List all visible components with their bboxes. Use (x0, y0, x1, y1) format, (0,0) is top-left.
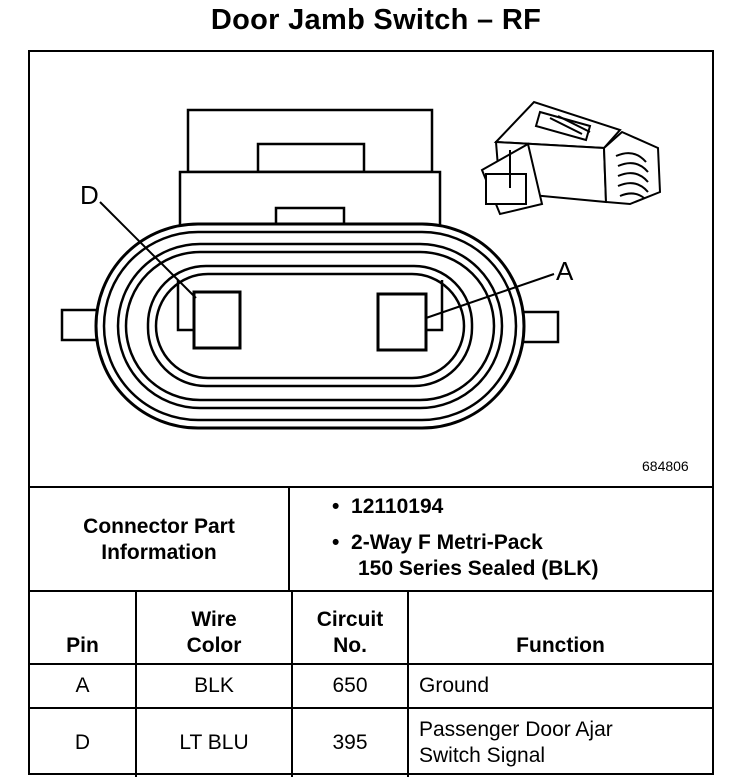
description-line1: 2-Way F Metri-Pack (351, 531, 543, 554)
function-line1: Passenger Door Ajar (419, 718, 613, 741)
circuit-cell: 650 (291, 663, 409, 709)
header-wire-color-line2: Color (186, 634, 242, 657)
header-circuit-line1: Circuit (316, 608, 384, 631)
header-wire-color-line1: Wire (191, 608, 237, 631)
connector-info-values: • 12110194 • 2-Way F Metri-Pack 150 Seri… (332, 494, 598, 582)
pin-table-header: Pin Wire Color Circuit No. Function (30, 590, 712, 665)
header-circuit-line2: No. (333, 634, 367, 657)
pin-a-terminal (376, 292, 428, 352)
connector-diagram: D A (60, 100, 662, 430)
part-number-item: • 12110194 (332, 495, 444, 518)
page-title: Door Jamb Switch – RF (210, 4, 542, 36)
function-line1: Ground (419, 674, 490, 697)
wire-color-cell: BLK (135, 663, 293, 709)
figure-reference-number: 684806 (642, 458, 689, 474)
function-cell: Ground (407, 663, 712, 709)
connector-face (146, 264, 474, 388)
callout-d-leader (99, 201, 197, 299)
connector-info-label-line1: Connector Part (83, 515, 235, 538)
table-row: D LT BLU 395 Passenger Door Ajar Switch … (30, 707, 712, 777)
circuit-cell: 395 (291, 707, 409, 777)
pin-d-terminal (192, 290, 242, 350)
pin-table: Pin Wire Color Circuit No. Function A BL… (30, 590, 712, 777)
header-circuit: Circuit No. (291, 590, 409, 665)
callout-a-label: A (556, 256, 574, 286)
table-row: A BLK 650 Ground (30, 663, 712, 709)
header-pin: Pin (30, 590, 137, 665)
function-cell: Passenger Door Ajar Switch Signal (407, 707, 712, 777)
pin-cell: A (30, 663, 137, 709)
connector-info-label: Connector Part Information (30, 488, 290, 592)
connector-isometric-view (480, 100, 662, 216)
header-wire-color: Wire Color (135, 590, 293, 665)
part-number: 12110194 (351, 495, 444, 518)
description-item: • 2-Way F Metri-Pack (332, 531, 543, 554)
function-line2: Switch Signal (419, 744, 546, 767)
connector-info-label-line2: Information (101, 541, 217, 564)
callout-d-label: D (80, 180, 99, 210)
description-line2: 150 Series Sealed (BLK) (358, 557, 599, 580)
callout-a-leader (425, 273, 555, 319)
connector-part-info: Connector Part Information • 12110194 • … (30, 486, 712, 592)
wire-color-cell: LT BLU (135, 707, 293, 777)
header-function: Function (407, 590, 712, 665)
pin-cell: D (30, 707, 137, 777)
